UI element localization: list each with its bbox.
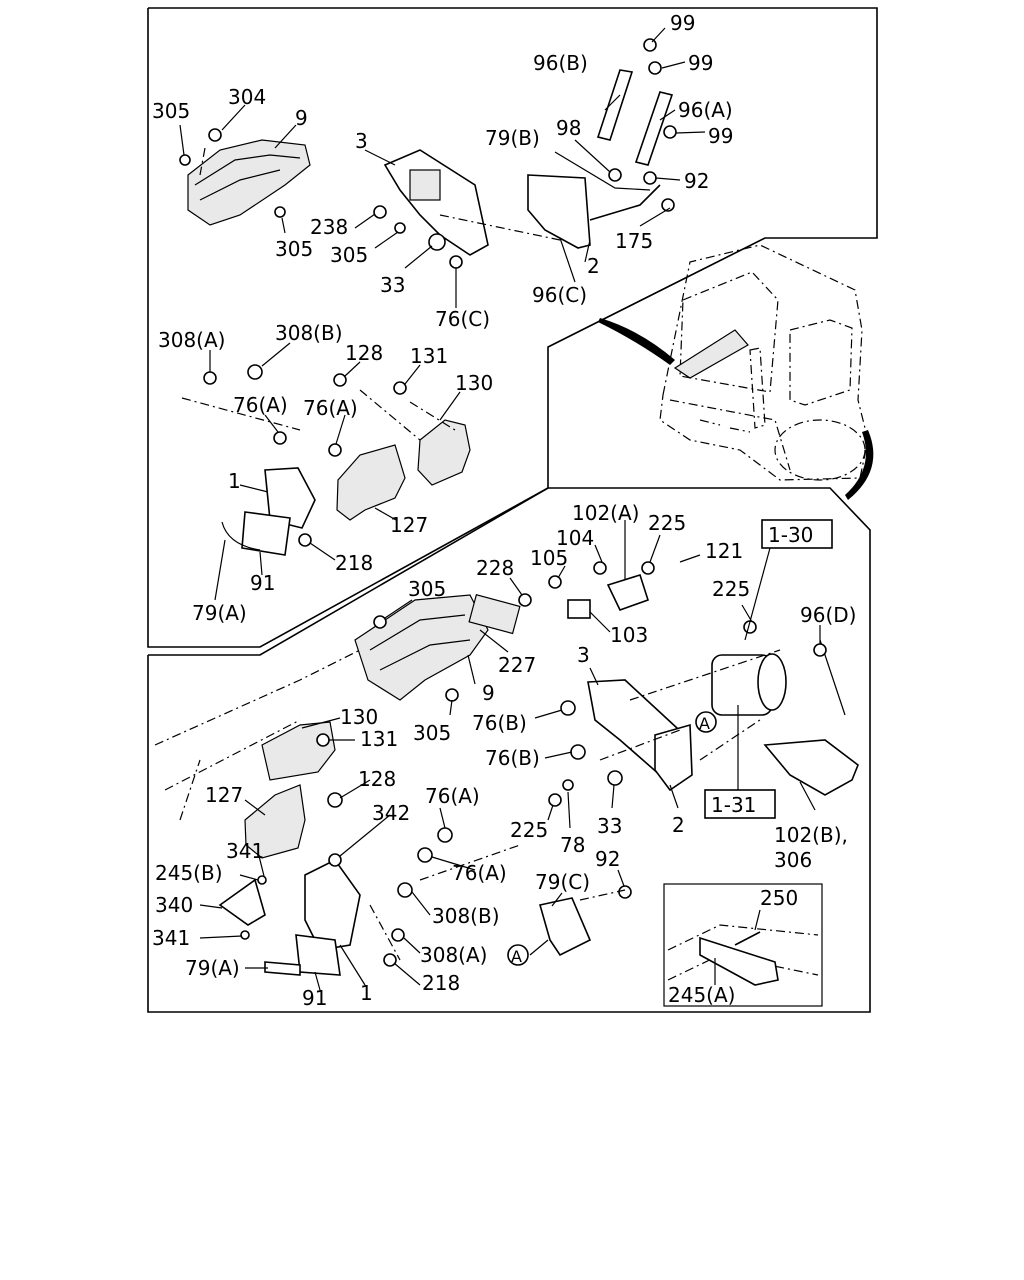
upper-parts <box>179 38 677 556</box>
part-label: 99 <box>708 124 733 148</box>
circle-ref-a-lower-text: A <box>511 947 522 966</box>
part-label: 341 <box>152 926 190 950</box>
part-label: 9 <box>295 106 308 130</box>
part-label: 127 <box>205 783 243 807</box>
part-label: 102(A) <box>572 501 639 525</box>
part-label: 2 <box>672 813 685 837</box>
part-label: 308(A) <box>420 943 487 967</box>
part-label: 104 <box>556 526 594 550</box>
part-label: 305 <box>275 237 313 261</box>
part-label: 130 <box>455 371 493 395</box>
part-label: 305 <box>408 577 446 601</box>
part-label: 228 <box>476 556 514 580</box>
part-label: 218 <box>422 971 460 995</box>
leader-lines <box>179 27 821 991</box>
part-label: 76(A) <box>425 784 480 808</box>
part-label: 127 <box>390 513 428 537</box>
part-label: 98 <box>556 116 581 140</box>
part-label: 225 <box>648 511 686 535</box>
circle-ref-a-upper: A <box>695 711 717 733</box>
part-label: 76(A) <box>303 396 358 420</box>
part-label: 238 <box>310 215 348 239</box>
part-label: 128 <box>345 341 383 365</box>
part-label: 76(A) <box>452 861 507 885</box>
frame-lines <box>147 7 878 1013</box>
part-label: 96(D) <box>800 603 856 627</box>
part-label: 175 <box>615 229 653 253</box>
part-label: 128 <box>358 767 396 791</box>
part-label: 79(A) <box>192 601 247 625</box>
part-label: 92 <box>684 169 709 193</box>
part-label: 227 <box>498 653 536 677</box>
reference-box-1-30: 1-30 <box>761 519 833 549</box>
part-label: 96(B) <box>533 51 588 75</box>
part-label: 131 <box>410 344 448 368</box>
part-label: 99 <box>688 51 713 75</box>
part-label: 245(A) <box>668 983 735 1007</box>
part-label: 3 <box>577 643 590 667</box>
part-label: 91 <box>302 986 327 1010</box>
part-label: 79(C) <box>535 870 590 894</box>
part-label: 78 <box>560 833 585 857</box>
part-label: 3 <box>355 129 368 153</box>
part-label: 2 <box>587 254 600 278</box>
part-label: 308(A) <box>158 328 225 352</box>
part-label: 91 <box>250 571 275 595</box>
part-label: 1 <box>360 981 373 1005</box>
part-label: 79(A) <box>185 956 240 980</box>
part-label: 76(C) <box>435 307 490 331</box>
part-label: 103 <box>610 623 648 647</box>
part-label: 33 <box>380 273 405 297</box>
circle-ref-a-upper-text: A <box>699 714 710 733</box>
part-label: 96(C) <box>532 283 587 307</box>
part-label: 225 <box>712 577 750 601</box>
part-label: 102(B), <box>774 823 848 847</box>
part-label: 92 <box>595 847 620 871</box>
part-label: 218 <box>335 551 373 575</box>
part-label: 76(A) <box>233 393 288 417</box>
part-label: 305 <box>152 99 190 123</box>
part-label: 99 <box>670 11 695 35</box>
part-label: 308(B) <box>432 904 500 928</box>
part-label: 96(A) <box>678 98 733 122</box>
part-label: 121 <box>705 539 743 563</box>
part-label: 342 <box>372 801 410 825</box>
part-label: 9 <box>482 681 495 705</box>
part-label: 341 <box>226 839 264 863</box>
part-label: 76(B) <box>472 711 527 735</box>
part-label: 33 <box>597 814 622 838</box>
part-label: 79(B) <box>485 126 540 150</box>
part-label: 305 <box>330 243 368 267</box>
part-label: 304 <box>228 85 266 109</box>
part-label: 1 <box>228 469 241 493</box>
part-label: 305 <box>413 721 451 745</box>
part-label: 306 <box>774 848 812 872</box>
part-label: 131 <box>360 727 398 751</box>
part-labels: 99 96(B) 99 96(A) 99 305 304 9 3 79(B) 9… <box>152 11 856 1010</box>
truck-cab-overview <box>598 244 874 500</box>
part-label: 225 <box>510 818 548 842</box>
part-label: 130 <box>340 705 378 729</box>
part-label: 105 <box>530 546 568 570</box>
part-label: 245(B) <box>155 861 223 885</box>
ref-label-1-30: 1-30 <box>768 523 813 547</box>
circle-ref-a-lower: A <box>507 944 529 966</box>
part-label: 308(B) <box>275 321 343 345</box>
ref-label-1-31: 1-31 <box>711 793 756 817</box>
part-label: 250 <box>760 886 798 910</box>
reference-box-1-31: 1-31 <box>704 789 776 819</box>
part-label: 76(B) <box>485 746 540 770</box>
part-label: 340 <box>155 893 193 917</box>
lower-parts <box>154 547 859 1007</box>
